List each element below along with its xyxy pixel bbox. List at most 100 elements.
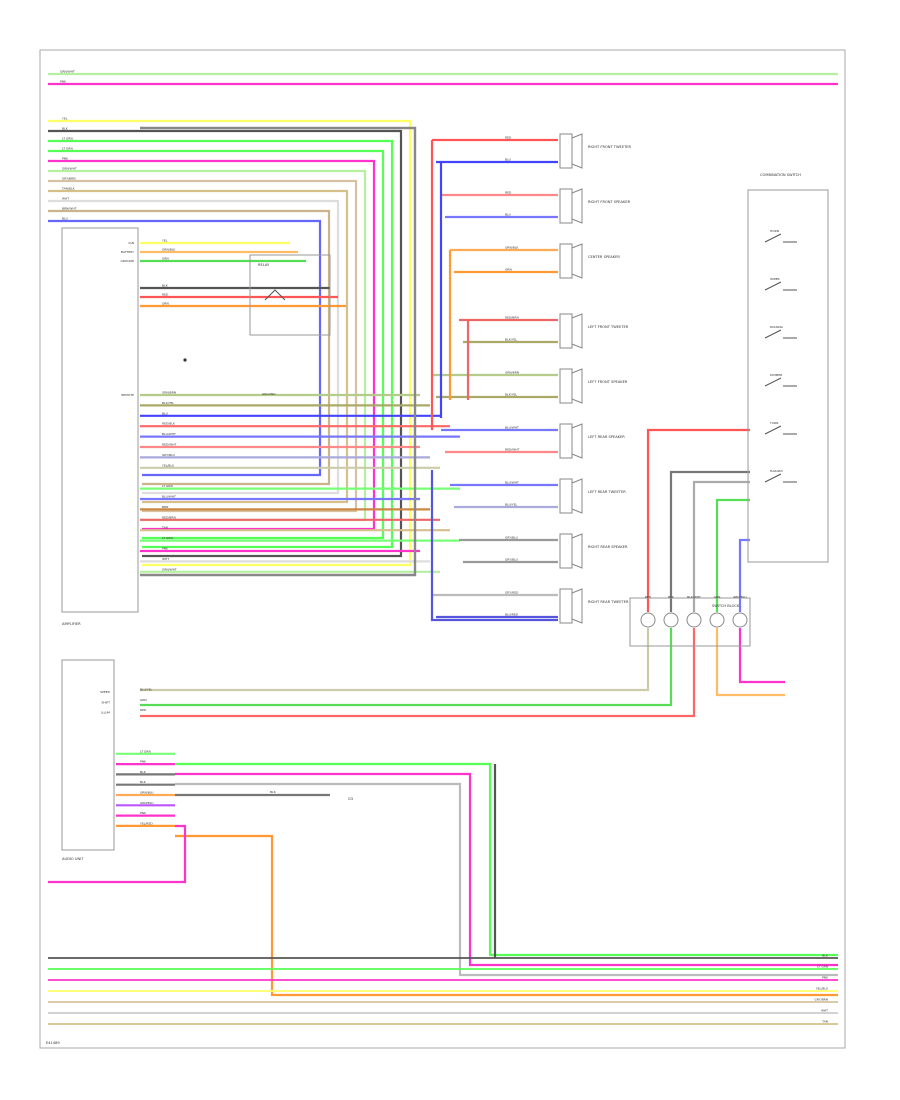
switch-block-feed	[738, 628, 785, 684]
speaker-wire-label: ORN/BLK	[505, 246, 519, 250]
bottom-wire-label: YEL/BLU	[816, 987, 828, 991]
switch-block-wire	[738, 538, 750, 612]
top-wire-label: GRN/WHT	[60, 70, 75, 74]
bundle-wire-label: BLK	[62, 127, 69, 131]
amp-wire-label: GRN/WHT	[162, 567, 177, 571]
switch-contact	[764, 425, 797, 435]
switch-block-title: SWITCH BLOCK	[712, 604, 740, 608]
speaker-wire-label: GRY/RED	[505, 591, 519, 595]
top-wire-label: PNK	[60, 80, 67, 84]
speaker-label: RIGHT REAR TWEETER	[588, 600, 629, 604]
bundle-wire-label: YEL	[62, 117, 68, 121]
unit-wire-label: PNK	[140, 811, 147, 815]
bundle-wire	[48, 119, 412, 567]
bundle-wire-label: TAN/BLK	[61, 187, 76, 191]
bundle-wire-label: LT GRN	[62, 147, 73, 151]
speaker-connector	[559, 243, 573, 279]
unit-to-bottom-wire	[175, 772, 838, 967]
relay-label: RELAY	[258, 263, 270, 267]
speaker-cone	[571, 188, 583, 224]
speaker-wire-label: RED/WHT	[505, 448, 520, 452]
combination-switch-item: HORN	[770, 229, 779, 233]
amp-wire-label: BLK/YEL	[162, 401, 174, 405]
bottom-wire-label: LT GRN	[817, 965, 828, 969]
amp-wire-label: YEL/BLU	[162, 463, 174, 467]
bundle-wire-label: WHT	[62, 197, 69, 201]
amp-wire-label: GRN/BRN	[162, 391, 176, 395]
speaker-wire-label: GRY/BLU	[505, 536, 518, 540]
relay-box	[249, 254, 331, 336]
bottom-wire-label: BLK	[822, 954, 829, 958]
speaker-cone	[571, 133, 583, 169]
switch-block-pin-label: RED	[645, 595, 652, 599]
combination-switch-box	[747, 189, 829, 563]
relay-ground-label: GROUND	[262, 392, 276, 396]
speaker-cone	[571, 313, 583, 349]
speaker-connector	[559, 478, 573, 514]
diagram-code: E41489	[46, 1041, 60, 1045]
combination-switch-item: DIMMER	[770, 373, 782, 377]
switch-block-feed	[715, 628, 785, 697]
relay-splice	[183, 358, 187, 362]
speaker-label: LEFT FRONT TWEETER	[588, 325, 629, 329]
unit-ground-label: BLK	[270, 790, 277, 794]
switch-block-wire	[715, 498, 750, 612]
unit-pin-label: SHIFT	[101, 700, 110, 704]
amp-wire-label: ORN/BLK	[162, 248, 176, 252]
combination-switch-title: COMBINATION SWITCH	[760, 173, 801, 177]
component-layer	[61, 126, 829, 851]
switch-block-feed	[140, 628, 673, 707]
amp-wire-label: BLK	[162, 284, 169, 288]
switch-block-wire	[646, 428, 750, 612]
amp-wire-label: RED/BRN	[162, 515, 176, 519]
speaker-label: LEFT REAR TWEETER	[588, 490, 626, 494]
bottom-wire-label: GRY/BRN	[815, 998, 828, 1002]
speaker-label: CENTER SPEAKER	[588, 255, 620, 259]
bundle-wire-label: BLU	[62, 217, 68, 221]
switch-contact	[764, 329, 797, 339]
bottom-wire-label: PNK	[822, 976, 829, 980]
unit-to-bottom-wire	[175, 782, 838, 977]
switch-block-box	[629, 597, 751, 647]
unit-wire-label: YEL/RED	[140, 821, 153, 825]
speaker-wire-label: BLU/RED	[505, 613, 519, 617]
unit-ground-target: G3	[348, 797, 353, 801]
speaker-connector	[559, 188, 573, 224]
unit-pin-label: ILLUM	[101, 711, 110, 715]
switch-block-pin-label: RED/BLU	[733, 595, 746, 599]
amplifier-title: AMPLIFIER	[62, 622, 81, 626]
amp-wire-label: YEL	[162, 239, 168, 243]
combination-switch-item: PASSING	[770, 325, 784, 329]
speaker-wire-label: BLU/WHT	[505, 481, 519, 485]
amp-pin-label: REMOTE	[121, 393, 134, 397]
speaker-wire-label: BLK/YEL	[505, 338, 517, 342]
bundle-wire-label: GRY/BRN	[62, 177, 75, 181]
unit-wire-label: GRN/BLU	[140, 801, 153, 805]
bundle-wire	[48, 149, 385, 540]
switch-block-feed	[140, 628, 696, 718]
speaker-label: RIGHT FRONT SPEAKER	[588, 200, 631, 204]
switch-block-pin	[732, 612, 748, 628]
bundle-wire	[48, 179, 358, 513]
unit-input-wire	[48, 824, 187, 884]
amp-pin-label: IGN	[129, 241, 134, 245]
amp-wire-label: PNK	[162, 547, 169, 551]
speaker-wire-label: GRN/BRN	[505, 371, 519, 375]
speaker-connector	[559, 423, 573, 459]
switch-block-pin	[686, 612, 702, 628]
unit-wire-label: GRN	[140, 698, 147, 702]
bottom-wire-label: TAN	[821, 1020, 828, 1024]
speaker-connector	[559, 368, 573, 404]
bottom-wire-label: WHT	[821, 1009, 828, 1013]
amp-wire-label: BLU	[162, 411, 168, 415]
label-layer: GRN/WHT PNK YEL BLK LT GRN LT GRN PNK GRN/WHT GR…	[60, 70, 829, 1024]
switch-block-pin	[709, 612, 725, 628]
switch-block-pin-label: BLK	[668, 595, 675, 599]
amp-wire-label: TAN	[161, 526, 168, 530]
speaker-wire-label: RED/BRN	[505, 316, 519, 320]
switch-block-pin	[663, 612, 679, 628]
amp-wire-label: RED	[162, 293, 169, 297]
amp-wire-label: BLU/WHT	[162, 495, 176, 499]
bundle-wire	[48, 139, 394, 549]
unit-wire-label: BLU/YEL	[140, 688, 153, 692]
